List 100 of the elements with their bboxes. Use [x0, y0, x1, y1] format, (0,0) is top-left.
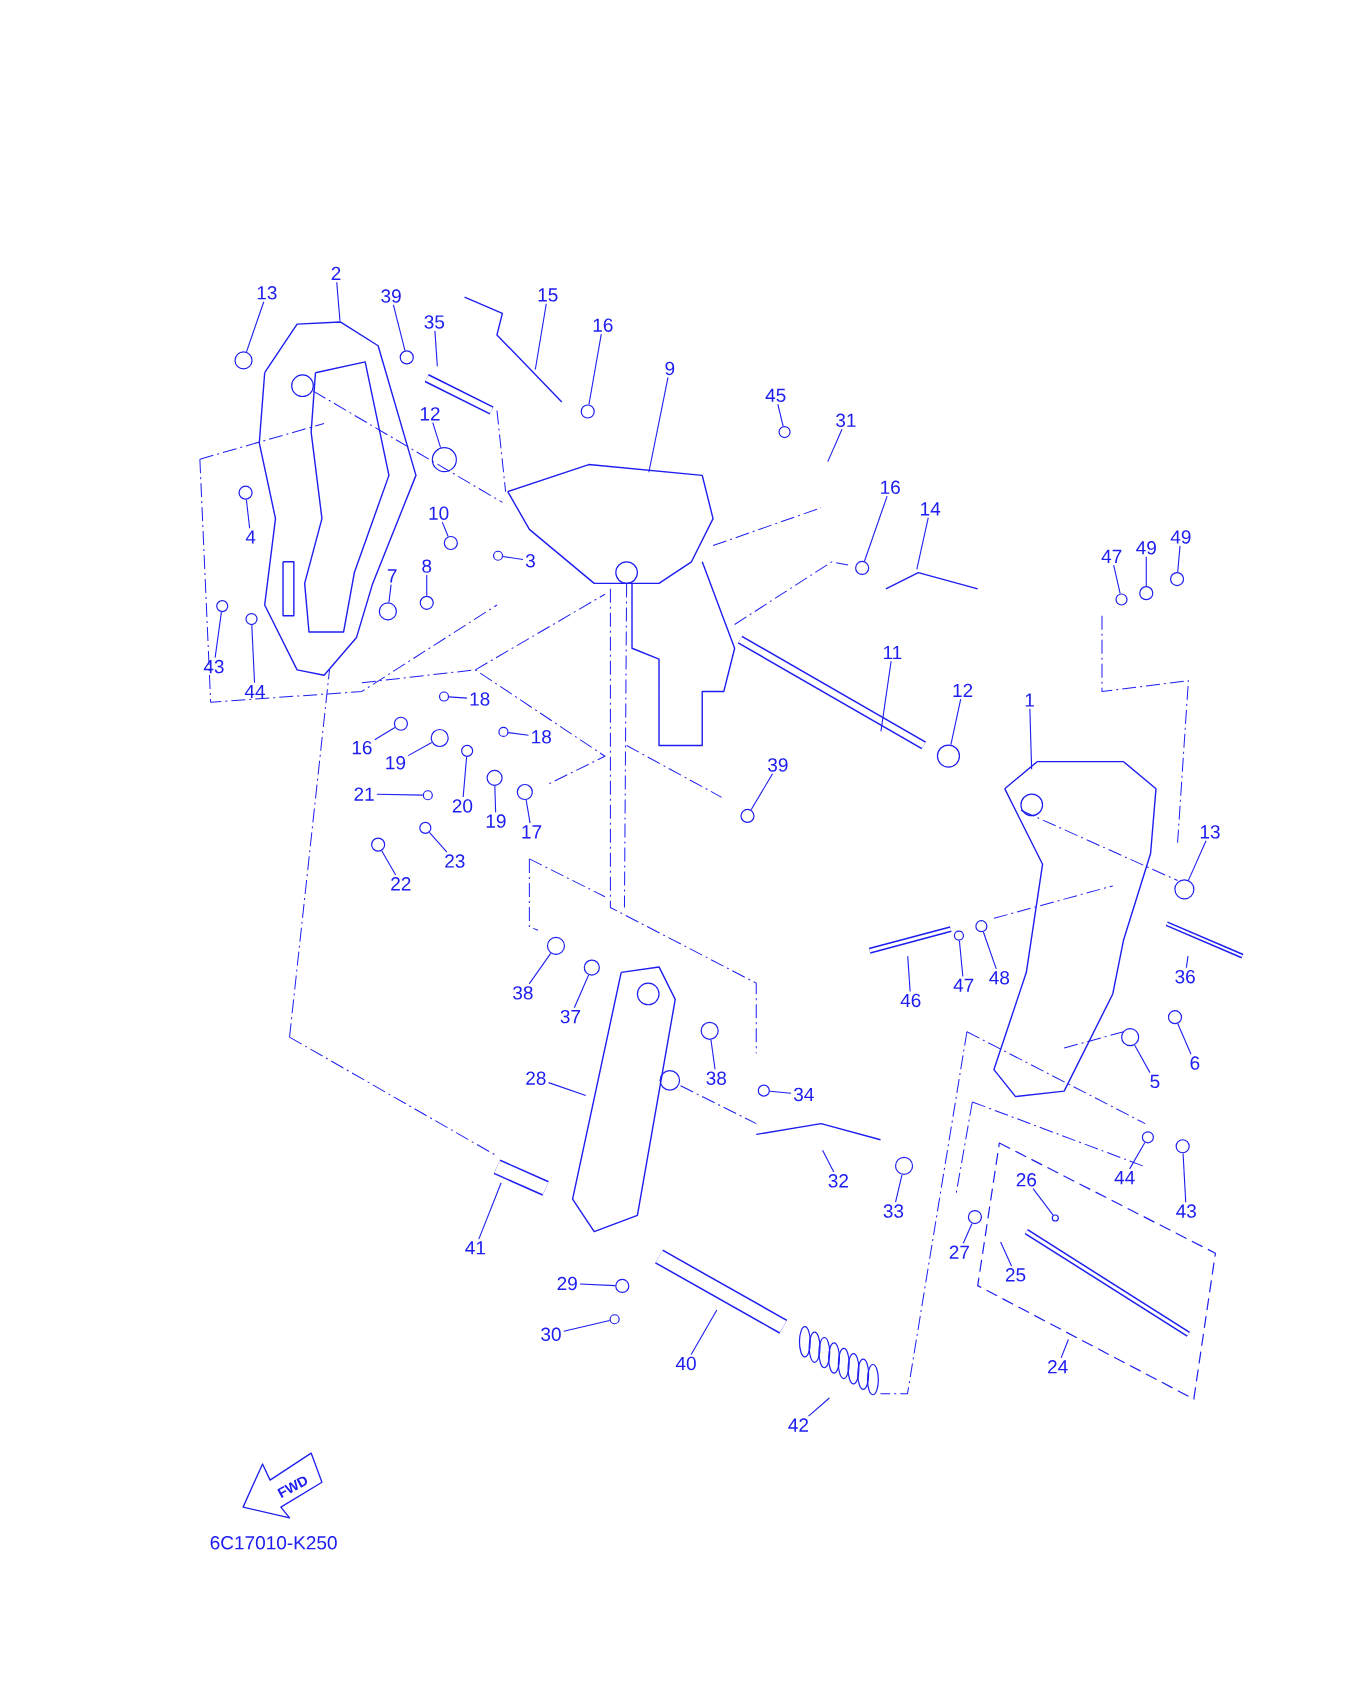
- callout-number: 43: [1176, 1204, 1196, 1218]
- callout-number: 17: [522, 825, 542, 839]
- washer-part: [967, 1209, 982, 1225]
- leader-line: [1113, 564, 1121, 595]
- leader-line: [573, 974, 590, 1009]
- washer-part: [1174, 879, 1195, 900]
- washer-part: [1141, 1131, 1154, 1144]
- callout-number: 19: [386, 756, 405, 770]
- leader-line: [916, 517, 929, 570]
- leader-line: [880, 660, 892, 732]
- leader-line: [478, 1182, 502, 1240]
- leader-line: [245, 499, 251, 529]
- callout-number: 49: [1170, 530, 1191, 544]
- washer-part: [498, 726, 509, 738]
- callout-number: 1: [1025, 693, 1034, 707]
- leader-line: [336, 281, 341, 322]
- callout-number: 20: [452, 799, 473, 813]
- leader-line: [528, 952, 552, 985]
- callout-number: 6: [1190, 1056, 1200, 1070]
- callout-number: 46: [900, 993, 921, 1008]
- callout-number: 23: [445, 854, 465, 868]
- leader-line: [958, 940, 964, 978]
- leader-line: [750, 773, 773, 811]
- callout-number: 33: [883, 1204, 904, 1218]
- leader-line: [548, 1082, 587, 1097]
- leader-line: [769, 1090, 792, 1094]
- washer-part: [953, 930, 964, 941]
- leader-line: [428, 831, 448, 853]
- callout-number: 11: [883, 646, 902, 660]
- leader-line: [441, 521, 449, 537]
- leader-line: [426, 574, 428, 597]
- callout-number: 29: [557, 1276, 577, 1291]
- callout-number: 25: [1005, 1268, 1026, 1282]
- washer-part: [234, 351, 253, 370]
- washer-part: [419, 595, 434, 610]
- callout-number: 13: [1200, 825, 1220, 839]
- leader-line: [374, 726, 396, 741]
- leader-line: [432, 422, 442, 449]
- callout-number: 47: [953, 978, 974, 992]
- leader-line: [1187, 840, 1207, 881]
- washer-part: [378, 602, 397, 621]
- callout-number: 30: [541, 1327, 561, 1341]
- callout-number: 13: [257, 286, 277, 300]
- leader-line: [434, 330, 438, 367]
- leader-line: [827, 428, 843, 463]
- washer-part: [1167, 1010, 1182, 1025]
- washer-part: [1115, 593, 1128, 606]
- washer-part: [486, 769, 503, 786]
- part-code: 6C17010-K250: [210, 1536, 337, 1550]
- leader-line: [1177, 1023, 1192, 1055]
- callout-number: 26: [1016, 1173, 1036, 1187]
- washer-part: [245, 612, 258, 626]
- callout-number: 38: [706, 1071, 726, 1085]
- washer-part: [580, 404, 595, 419]
- washer-part: [1169, 572, 1185, 587]
- leader-line: [563, 1319, 611, 1332]
- washer-part: [975, 920, 988, 933]
- washer-part: [419, 821, 432, 834]
- washer-part: [700, 1021, 719, 1040]
- washer-part: [1051, 1214, 1059, 1222]
- leader-line: [1185, 955, 1189, 969]
- callout-number: 14: [921, 502, 941, 516]
- callout-number: 4: [245, 530, 256, 544]
- callout-number: 10: [429, 506, 449, 520]
- washer-part: [609, 1314, 620, 1325]
- leader-line: [1060, 1338, 1069, 1359]
- leader-line: [462, 756, 468, 798]
- leader-line: [950, 698, 962, 746]
- callout-number: 12: [953, 683, 973, 697]
- leader-line: [245, 301, 265, 353]
- leader-line: [807, 1397, 830, 1417]
- washer-part: [1121, 1028, 1140, 1047]
- callout-number: 41: [465, 1241, 485, 1255]
- leader-line: [1134, 1044, 1151, 1074]
- callout-number: 31: [836, 413, 856, 427]
- washer-part: [460, 744, 474, 757]
- leader-line: [588, 333, 602, 406]
- callout-number: 43: [203, 659, 224, 674]
- washer-part: [238, 485, 253, 500]
- callout-number: 2: [331, 266, 341, 280]
- callout-number: 42: [788, 1418, 808, 1432]
- leader-line: [863, 495, 888, 562]
- leader-line: [381, 850, 397, 876]
- callout-number: 5: [1150, 1074, 1160, 1089]
- callout-number: 36: [1175, 969, 1195, 984]
- callout-number: 44: [1114, 1171, 1135, 1185]
- leader-line: [982, 931, 997, 970]
- washer-part: [1175, 1139, 1190, 1154]
- callout-number: 40: [675, 1356, 696, 1371]
- leader-line: [376, 793, 424, 796]
- leader-line: [534, 303, 547, 371]
- washer-part: [438, 691, 450, 702]
- washer-part: [936, 744, 960, 768]
- washer-part: [443, 535, 458, 551]
- washer-part: [422, 790, 433, 801]
- callout-number: 19: [486, 814, 506, 828]
- washer-part: [615, 1278, 630, 1294]
- callout-number: 15: [538, 288, 558, 302]
- callout-number: 35: [424, 315, 444, 329]
- washer-part: [399, 350, 414, 365]
